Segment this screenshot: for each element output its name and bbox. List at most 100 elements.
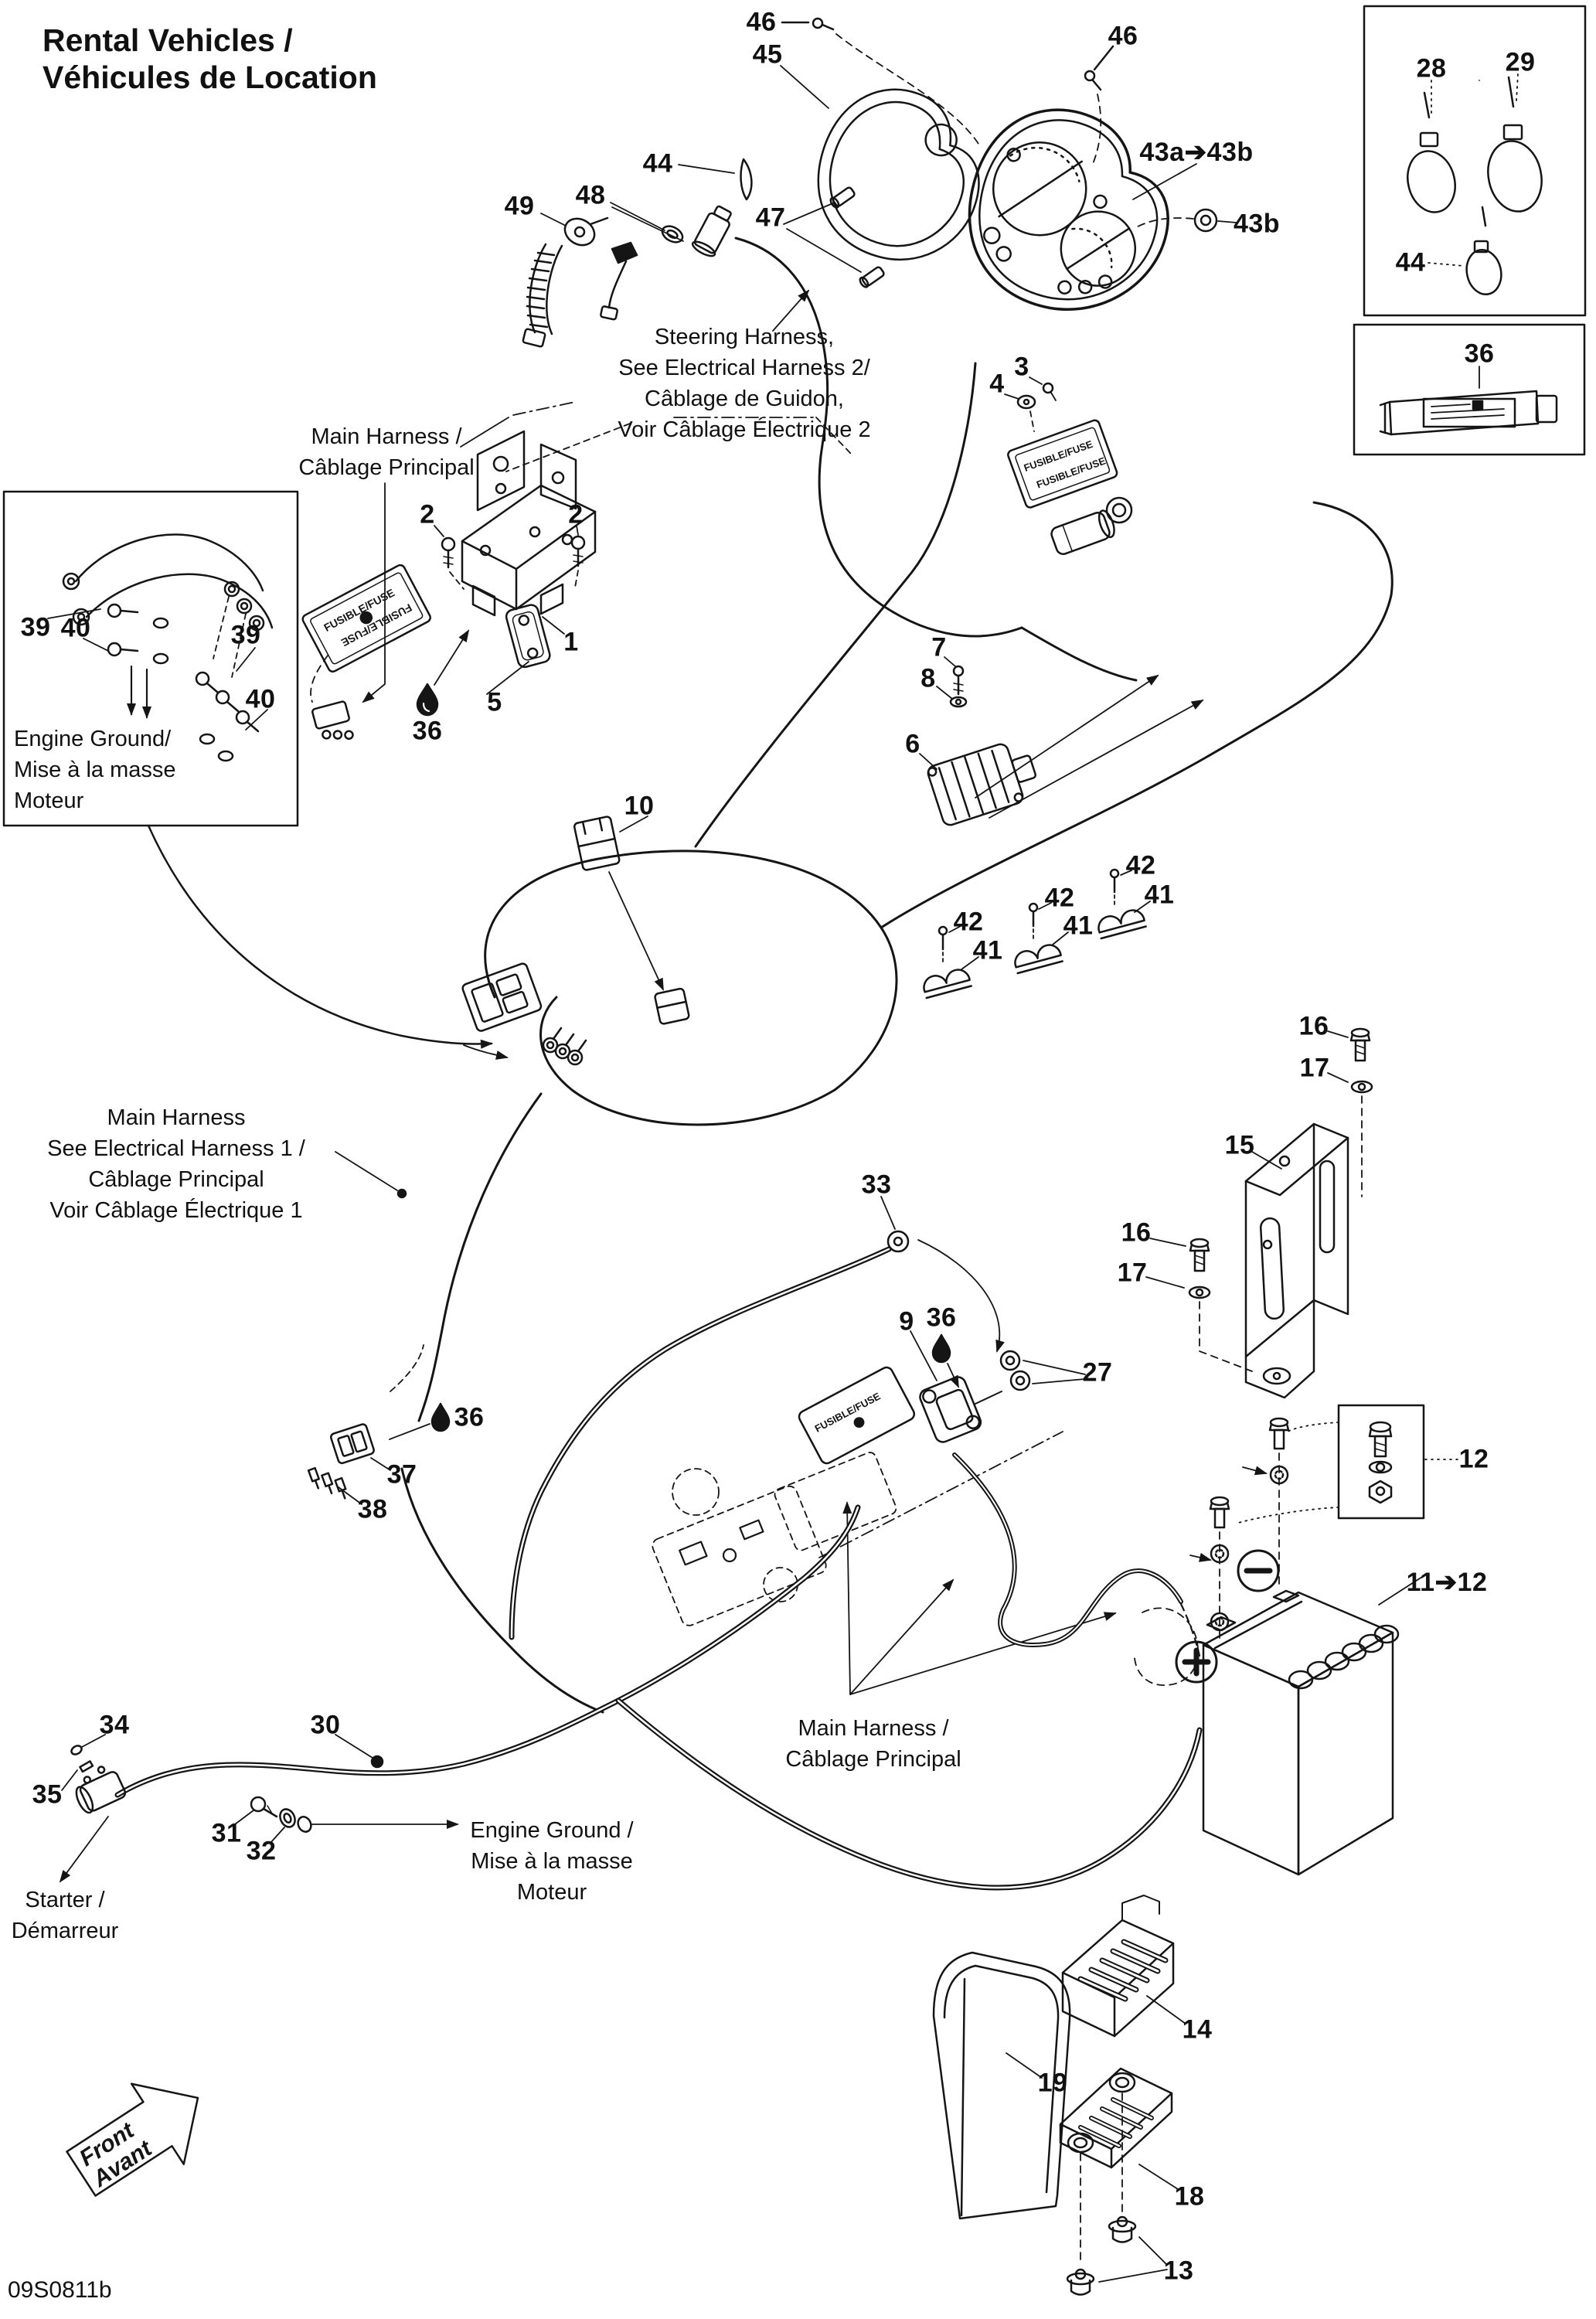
part-label-32: 32 bbox=[246, 1836, 277, 1866]
sensor-9 bbox=[910, 1330, 1086, 1443]
part-label-37: 37 bbox=[386, 1459, 417, 1490]
gauge-mount-47 bbox=[783, 186, 885, 288]
ring-terminals bbox=[542, 1027, 587, 1066]
part-label-45: 45 bbox=[752, 39, 783, 70]
drawing-number: 09S0811b bbox=[8, 2277, 112, 2303]
part-label-19: 19 bbox=[1037, 2068, 1068, 2098]
leader-main-harness-1 bbox=[362, 482, 386, 703]
cable-tie-44 bbox=[1428, 206, 1502, 295]
part-label-27: 27 bbox=[1082, 1357, 1113, 1388]
lubricant-tube-box bbox=[1353, 323, 1586, 456]
connector-10 bbox=[573, 816, 621, 871]
part-label-44b: 44 bbox=[1395, 247, 1426, 278]
part-label-10: 10 bbox=[624, 791, 655, 821]
screw-2-right bbox=[570, 525, 586, 588]
screw-3-washer-4 bbox=[1004, 376, 1057, 432]
bulb-socket-43b bbox=[1132, 163, 1237, 233]
voltage-regulator bbox=[919, 656, 1204, 826]
cable-tie-28 bbox=[1407, 80, 1456, 213]
part-label-2b: 2 bbox=[568, 499, 584, 530]
part-label-2a: 2 bbox=[420, 499, 435, 530]
battery bbox=[1175, 1549, 1400, 1876]
part-label-8: 8 bbox=[921, 663, 936, 693]
engine-ground-box bbox=[2, 490, 299, 827]
gauge-screw-46-left bbox=[781, 17, 979, 145]
part-label-11-12: 11➔12 bbox=[1406, 1568, 1488, 1597]
main-connector bbox=[461, 962, 543, 1032]
part-label-18: 18 bbox=[1174, 2181, 1205, 2212]
part-label-38: 38 bbox=[357, 1494, 388, 1524]
battery-bracket-15 bbox=[1244, 1122, 1349, 1399]
relay bbox=[1050, 509, 1115, 555]
part-label-29: 29 bbox=[1505, 47, 1536, 77]
battery-plate-18 bbox=[1059, 2067, 1179, 2266]
part-label-43a-43b: 43a➔43b bbox=[1139, 138, 1254, 167]
connector-10-target bbox=[654, 987, 690, 1025]
hardware-kit-12 bbox=[1368, 1421, 1463, 1504]
ecm-bracket bbox=[461, 430, 597, 617]
part-label-36c: 36 bbox=[926, 1303, 957, 1333]
cable-ties-box bbox=[1363, 5, 1587, 317]
cover-plate-5 bbox=[505, 604, 551, 669]
part-label-33: 33 bbox=[861, 1170, 892, 1200]
part-label-15: 15 bbox=[1224, 1130, 1255, 1160]
battery-cover-19 bbox=[932, 1951, 1071, 2220]
part-label-16b: 16 bbox=[1121, 1217, 1152, 1248]
lubricant-drop-icon-1 bbox=[416, 683, 439, 717]
annotation-starter-note: Starter /Démarreur bbox=[11, 1888, 119, 1944]
part-label-14: 14 bbox=[1182, 2014, 1213, 2045]
part-label-16a: 16 bbox=[1298, 1011, 1329, 1041]
part-label-36a: 36 bbox=[1464, 339, 1495, 369]
tether-cap bbox=[563, 217, 596, 247]
part-label-3: 3 bbox=[1014, 352, 1029, 382]
annotation-main-harness-note-1: Main Harness /Câblage Principal bbox=[298, 424, 475, 481]
part-label-30: 30 bbox=[310, 1710, 341, 1740]
part-label-7: 7 bbox=[931, 632, 947, 662]
engine-ground-wires bbox=[47, 533, 274, 762]
part-label-17a: 17 bbox=[1299, 1053, 1330, 1083]
part-label-36b: 36 bbox=[412, 716, 443, 746]
part-label-12: 12 bbox=[1458, 1444, 1489, 1474]
part-label-39b: 39 bbox=[230, 620, 261, 650]
part-label-28: 28 bbox=[1416, 53, 1447, 83]
part-label-41c: 41 bbox=[1144, 880, 1175, 910]
part-label-4: 4 bbox=[989, 369, 1005, 399]
part-label-48: 48 bbox=[575, 180, 606, 210]
part-label-6: 6 bbox=[905, 729, 921, 759]
part-label-42c: 42 bbox=[1125, 850, 1156, 880]
ground-hardware-31-32 bbox=[234, 1796, 459, 1844]
main-harness bbox=[400, 362, 1394, 1714]
clamp-set-1 bbox=[923, 969, 972, 999]
starter-solenoid bbox=[59, 1734, 127, 1883]
annotation-steering-harness-note: Steering Harness,See Electrical Harness … bbox=[618, 325, 871, 443]
battery-cable-33 bbox=[509, 1196, 1005, 1640]
lubricant-drop-icon-2 bbox=[931, 1333, 951, 1364]
part-label-46b: 46 bbox=[1108, 21, 1138, 51]
clamp-set-2 bbox=[1014, 944, 1063, 975]
leader-main-harness-2 bbox=[335, 1151, 407, 1199]
clamp-screws-42 bbox=[938, 868, 1151, 970]
part-label-13: 13 bbox=[1163, 2256, 1194, 2286]
rubber-bumpers-13 bbox=[1066, 2215, 1168, 2296]
part-label-49: 49 bbox=[504, 191, 535, 221]
battery-tray-14 bbox=[1061, 1895, 1186, 2038]
screw-16-washer-17-bottom bbox=[1145, 1238, 1253, 1372]
part-label-43b: 43b bbox=[1233, 209, 1281, 239]
part-label-35: 35 bbox=[32, 1779, 63, 1810]
part-label-1: 1 bbox=[563, 627, 579, 657]
part-label-41b: 41 bbox=[1063, 911, 1094, 941]
part-label-46a: 46 bbox=[746, 7, 777, 37]
connector-37 bbox=[307, 1344, 430, 1505]
battery-terminal-hardware bbox=[1189, 1417, 1339, 1644]
part-label-47: 47 bbox=[755, 203, 786, 233]
gauge-cluster bbox=[968, 108, 1169, 311]
cable-tie-29 bbox=[1487, 73, 1543, 213]
part-label-40a: 40 bbox=[60, 613, 91, 643]
part-label-31: 31 bbox=[211, 1818, 242, 1848]
gauge-gasket bbox=[817, 88, 980, 261]
